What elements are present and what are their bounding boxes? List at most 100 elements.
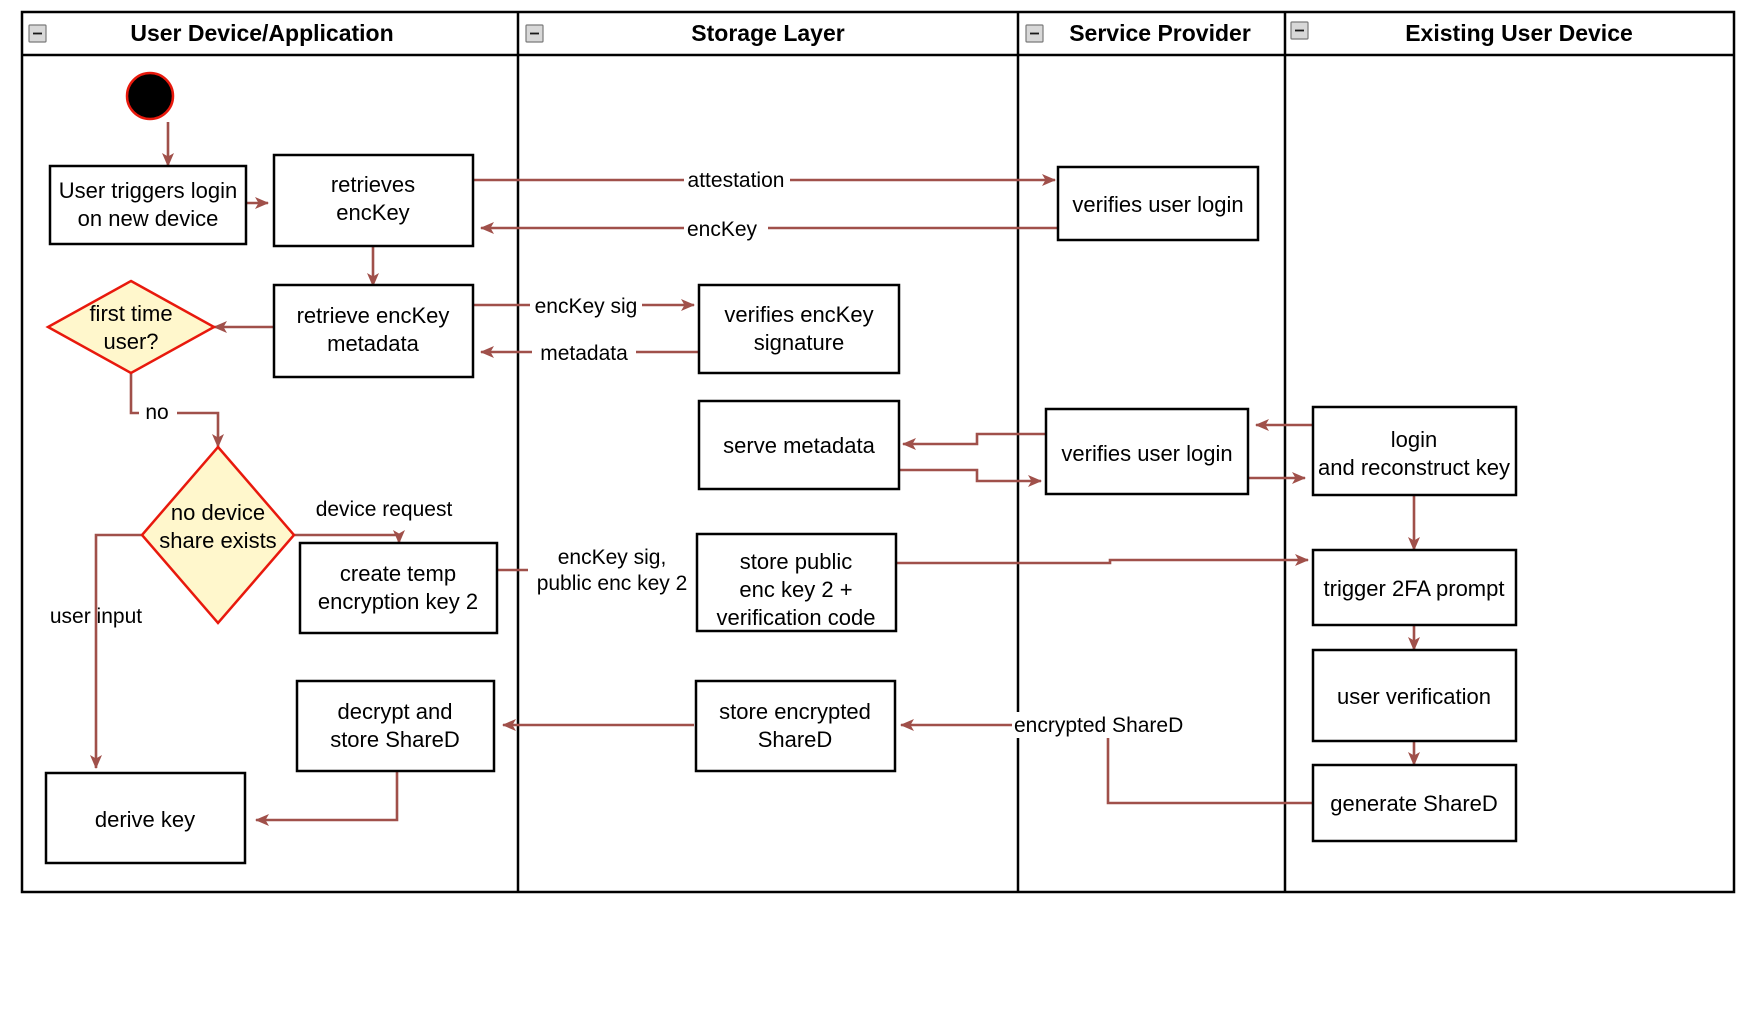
- node-verifies-user-login-1[interactable]: verifies user login: [1056, 165, 1260, 242]
- node-verifies-user-login-2[interactable]: verifies user login: [1044, 407, 1250, 496]
- lane-header-storage[interactable]: Storage Layer: [525, 20, 845, 46]
- action-box: [695, 532, 898, 633]
- node-generate-shared[interactable]: generate ShareD: [1311, 763, 1518, 843]
- node-user-triggers-login[interactable]: User triggers login on new device: [48, 164, 248, 246]
- edge-encrypted-shared: [900, 719, 1313, 805]
- edge-user-input: [90, 533, 143, 769]
- node-derive-key[interactable]: derive key: [44, 771, 247, 865]
- node-label-line: store encrypted: [719, 699, 871, 724]
- node-create-temp-encryption-key-2[interactable]: create temp encryption key 2: [298, 541, 499, 635]
- node-label-line: verifies user login: [1061, 441, 1232, 466]
- edge-label-no: no: [145, 401, 168, 424]
- edge-label-bg: [1012, 712, 1182, 738]
- edge-label-user-input: user input: [50, 605, 142, 628]
- node-store-encrypted-shared[interactable]: store encrypted ShareD: [694, 679, 897, 773]
- node-label-line: enc key 2 +: [739, 577, 852, 602]
- node-label-line: verifies user login: [1072, 192, 1243, 217]
- action-box: [697, 399, 901, 491]
- minus-box-icon[interactable]: [1290, 21, 1309, 40]
- node-login-and-reconstruct-key[interactable]: login and reconstruct key: [1311, 405, 1518, 497]
- edge-label-encrypted-shared: encrypted ShareD: [1014, 714, 1183, 737]
- action-box: [1311, 405, 1518, 497]
- node-user-verification[interactable]: user verification: [1311, 648, 1518, 743]
- node-first-time-user[interactable]: first time user?: [45, 279, 217, 375]
- node-label-line: ShareD: [758, 727, 833, 752]
- edge-label-enckey-sig: encKey sig: [535, 295, 638, 318]
- lane-title-storage: Storage Layer: [691, 20, 844, 46]
- edge-label-bg: [139, 399, 177, 425]
- action-box: [295, 679, 496, 773]
- node-retrieve-enckey-metadata[interactable]: retrieve encKey metadata: [272, 283, 475, 379]
- edge-decrypt-to-derive: [255, 771, 399, 826]
- node-label-line: encryption key 2: [318, 589, 478, 614]
- edge-device-request: [294, 530, 405, 544]
- decision-diamond: [140, 445, 296, 625]
- action-box: [694, 679, 897, 773]
- action-box: [272, 283, 475, 379]
- action-box: [1311, 548, 1518, 627]
- lane-header-service-provider[interactable]: Service Provider: [1025, 20, 1251, 46]
- node-label-line: store ShareD: [330, 727, 460, 752]
- node-serve-metadata[interactable]: serve metadata: [697, 399, 901, 491]
- lane-title-existing-device: Existing User Device: [1405, 20, 1633, 46]
- action-box: [1311, 648, 1518, 743]
- edge-label-enckey-sig-2-line1: encKey sig,: [558, 546, 667, 569]
- node-label-line: share exists: [159, 528, 276, 553]
- node-no-device-share-exists[interactable]: no device share exists: [140, 445, 296, 625]
- lane-title-user-device: User Device/Application: [130, 20, 393, 46]
- node-label-line: verifies encKey: [724, 302, 873, 327]
- node-label-line: verification code: [717, 605, 876, 630]
- node-decrypt-and-store-shared[interactable]: decrypt and store ShareD: [295, 679, 496, 773]
- node-label-line: retrieve encKey: [297, 303, 450, 328]
- edge-label-bg: [532, 340, 636, 366]
- node-verifies-enckey-signature[interactable]: verifies encKey signature: [697, 283, 901, 375]
- node-label-line: User triggers login: [59, 178, 238, 203]
- minus-box-icon[interactable]: [28, 24, 47, 43]
- minus-box-icon[interactable]: [525, 24, 544, 43]
- lane-header-existing-device[interactable]: Existing User Device: [1290, 20, 1633, 46]
- node-label-line: first time: [89, 301, 172, 326]
- action-box: [697, 283, 901, 375]
- node-label-line: retrieves: [331, 172, 415, 197]
- node-trigger-2fa-prompt[interactable]: trigger 2FA prompt: [1311, 548, 1518, 627]
- node-label-line: user verification: [1337, 684, 1491, 709]
- node-label-line: generate ShareD: [1330, 791, 1498, 816]
- node-label-line: derive key: [95, 807, 195, 832]
- edge-label-metadata: metadata: [540, 342, 628, 365]
- node-label-line: and reconstruct key: [1318, 455, 1510, 480]
- action-box: [44, 771, 247, 865]
- action-box: [272, 153, 475, 248]
- action-box: [48, 164, 248, 246]
- edge-label-bg: [528, 540, 696, 596]
- edge-label-bg: [313, 496, 455, 522]
- flow-edges: attestation encKey encKey sig metadata n…: [50, 122, 1420, 826]
- lane-title-service-provider: Service Provider: [1069, 20, 1251, 46]
- node-label-line: user?: [103, 329, 158, 354]
- edge-label-bg: [684, 216, 768, 242]
- node-label-line: create temp: [340, 561, 456, 586]
- lane-header-user-device[interactable]: User Device/Application: [28, 20, 394, 46]
- node-label-line: on new device: [78, 206, 219, 231]
- node-store-public-enc-key-2[interactable]: store public enc key 2 + verification co…: [695, 532, 898, 633]
- node-label-line: encKey: [336, 200, 409, 225]
- node-label-line: login: [1391, 427, 1437, 452]
- edge-sp-to-serve-metadata: [902, 432, 1046, 450]
- node-label-line: trigger 2FA prompt: [1324, 576, 1505, 601]
- node-label-line: no device: [171, 500, 265, 525]
- initial-node-icon: [125, 71, 175, 121]
- action-box: [1044, 407, 1250, 496]
- node-retrieves-enckey[interactable]: retrieves encKey: [272, 153, 475, 248]
- edge-label-enckey: encKey: [687, 218, 758, 241]
- action-box: [1056, 165, 1260, 242]
- minus-box-icon[interactable]: [1025, 24, 1044, 43]
- action-box: [298, 541, 499, 635]
- edge-label-device-request: device request: [316, 498, 453, 521]
- edge-serve-metadata-to-sp: [900, 468, 1042, 487]
- decision-diamond: [45, 279, 217, 375]
- node-start[interactable]: [125, 71, 175, 121]
- edge-label-attestation: attestation: [688, 169, 785, 192]
- action-box: [1311, 763, 1518, 843]
- edge-store-public-to-2fa: [896, 554, 1309, 566]
